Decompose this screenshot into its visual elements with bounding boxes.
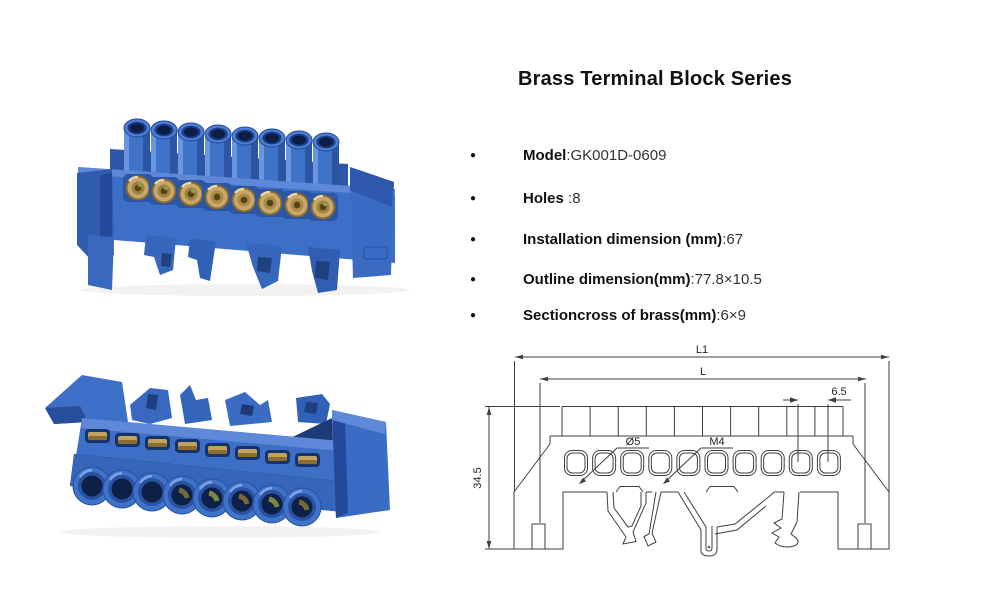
bullet-icon: ● (470, 193, 477, 204)
product-photo-top-view (77, 118, 410, 296)
bullet-icon: ● (470, 234, 477, 245)
dim-label-L1: L1 (696, 344, 708, 356)
spec-row-sectioncross: ● Sectioncross of brass(mm):6×9 (440, 307, 910, 329)
technical-drawing: L1 L 6.5 34.5 (472, 344, 890, 557)
bullet-icon: ● (470, 274, 477, 285)
spec-label: Sectioncross of brass(mm) (523, 307, 717, 324)
din-clips-up (130, 385, 330, 426)
brass-slots (85, 429, 320, 467)
spec-value: :GK001D-0609 (566, 147, 667, 164)
callout-hole-diameter: Ø5 (626, 436, 641, 448)
spec-row-outline-dimension: ● Outline dimension(mm):77.8×10.5 (440, 271, 910, 293)
bullet-icon: ● (470, 150, 477, 161)
dim-label-height: 34.5 (472, 467, 484, 488)
brass-terminals (123, 174, 338, 221)
din-clips (88, 235, 340, 293)
page-title: Brass Terminal Block Series (517, 68, 793, 90)
wire-openings (72, 466, 322, 527)
spec-label: Model (523, 147, 567, 164)
drawing-din-clips (606, 486, 800, 557)
spec-value: :67 (722, 231, 744, 248)
spec-row-installation-dimension: ● Installation dimension (mm):67 (440, 231, 910, 253)
spec-value: :6×9 (716, 307, 747, 324)
dim-label-L: L (700, 366, 706, 378)
bullet-icon: ● (470, 310, 477, 321)
spec-value: :8 (563, 190, 581, 207)
spec-row-model: ● Model:GK001D-0609 (440, 147, 910, 169)
spec-label: Outline dimension(mm) (523, 271, 691, 288)
spec-value: :77.8×10.5 (690, 271, 762, 288)
spec-label: Holes (523, 190, 564, 207)
product-photo-bottom-view (45, 375, 390, 538)
callout-thread: M4 (709, 436, 724, 448)
spec-label: Installation dimension (mm) (523, 231, 723, 248)
spec-row-holes: ● Holes :8 (440, 190, 910, 212)
drawing-holes (564, 450, 841, 476)
dim-label-pitch: 6.5 (831, 386, 846, 398)
